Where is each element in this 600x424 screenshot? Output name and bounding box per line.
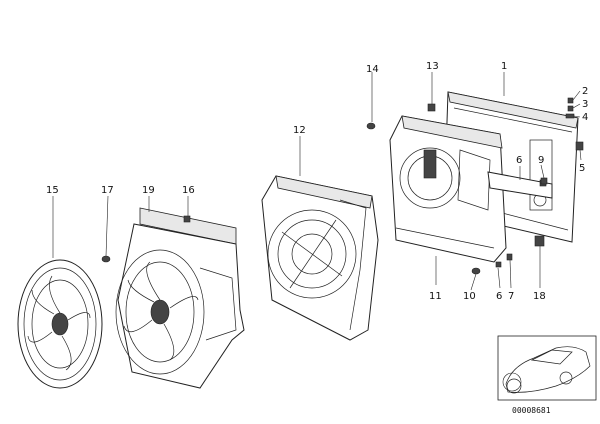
part-clip-9 xyxy=(540,177,548,185)
callout-13: 13 xyxy=(426,61,439,72)
callout-7: 7 xyxy=(508,291,514,302)
part-clip-16 xyxy=(183,215,191,223)
part-fan-assembly-19 xyxy=(115,207,245,389)
callout-10: 10 xyxy=(463,291,476,302)
callout-labels: 1 2 3 4 5 6 9 13 14 12 11 10 6 7 18 19 1… xyxy=(46,61,588,302)
callout-3: 3 xyxy=(582,99,588,110)
part-screw-10 xyxy=(471,267,481,275)
part-nut-4 xyxy=(565,113,575,119)
callout-5: 5 xyxy=(579,163,585,174)
part-aux-fan-15 xyxy=(17,259,103,389)
callout-14: 14 xyxy=(366,64,379,75)
part-nut-8 xyxy=(495,261,502,268)
callout-4: 4 xyxy=(582,112,588,123)
callout-11: 11 xyxy=(429,291,442,302)
part-mount-18 xyxy=(534,235,545,247)
part-shroud-11 xyxy=(389,115,507,263)
callout-9: 9 xyxy=(538,155,544,166)
part-clip-13 xyxy=(427,103,436,112)
callout-1: 1 xyxy=(501,61,507,72)
part-washer-3 xyxy=(567,105,574,112)
callout-6-bracket: 6 xyxy=(516,155,522,166)
callout-16: 16 xyxy=(182,185,195,196)
part-grommet-5 xyxy=(575,141,584,151)
part-screw-17 xyxy=(101,255,111,263)
callout-17: 17 xyxy=(101,185,114,196)
callout-18: 18 xyxy=(533,291,546,302)
part-screw-14 xyxy=(366,122,376,130)
document-number: 00008681 xyxy=(512,406,551,415)
part-bolt-2 xyxy=(567,97,574,104)
part-clip-7 xyxy=(506,253,513,261)
callout-6-nut: 6 xyxy=(496,291,502,302)
callout-15: 15 xyxy=(46,185,59,196)
part-fan-housing-12 xyxy=(261,175,379,341)
callout-2: 2 xyxy=(582,86,588,97)
hardware xyxy=(101,97,584,275)
leader-lines xyxy=(52,72,582,291)
callout-12: 12 xyxy=(293,125,306,136)
vehicle-inset xyxy=(497,335,597,401)
callout-19: 19 xyxy=(142,185,155,196)
